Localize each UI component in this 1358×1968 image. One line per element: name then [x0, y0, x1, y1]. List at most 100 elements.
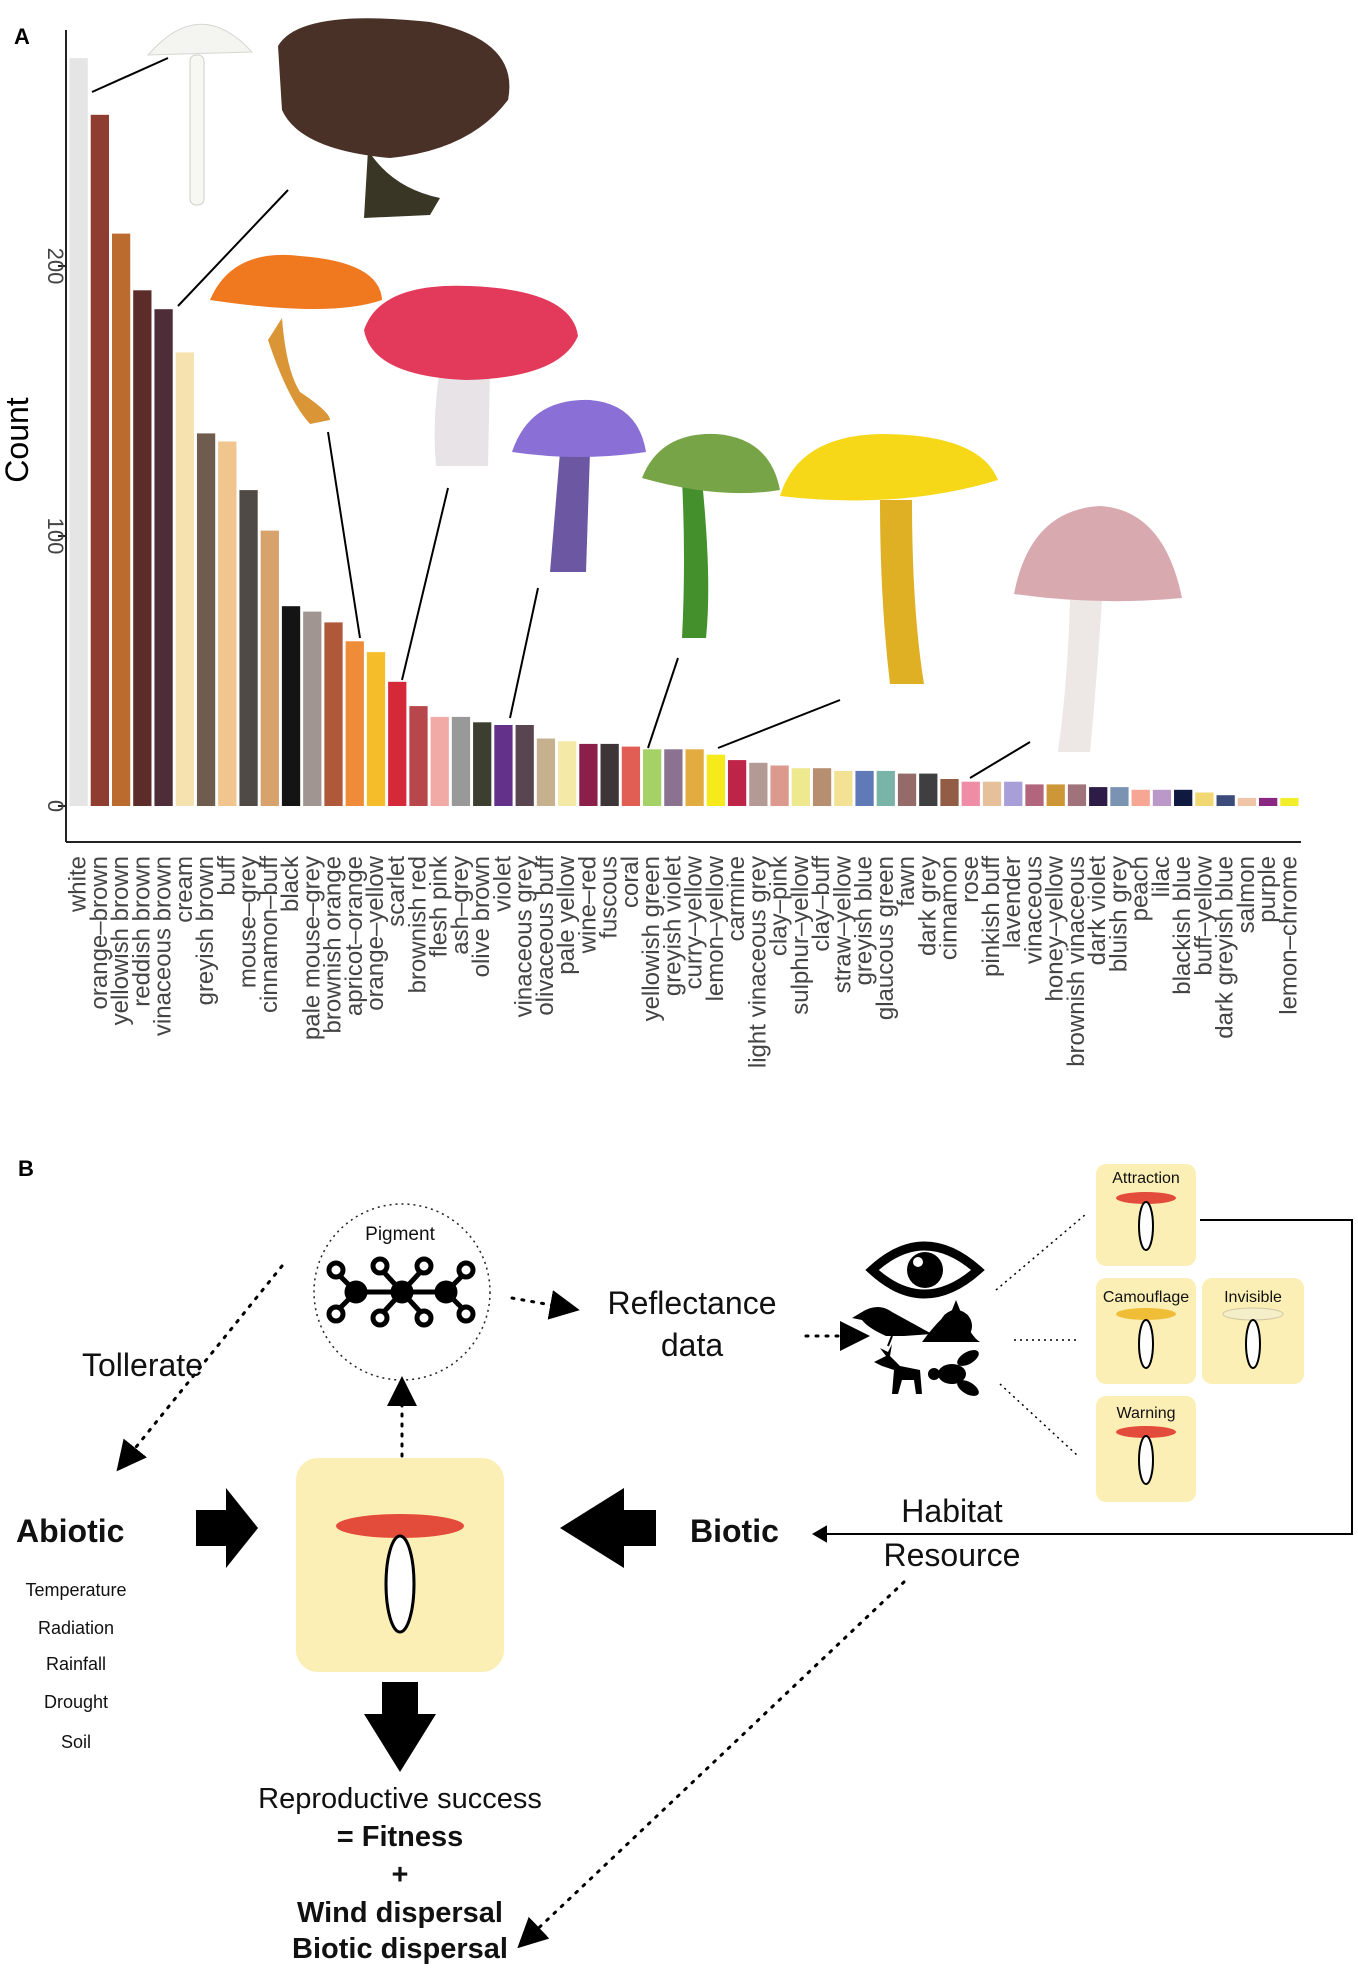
bar-4: [154, 309, 173, 806]
bar-53: [1195, 792, 1214, 806]
x-tick-label: cinnamon: [936, 856, 963, 960]
deer-icon: [874, 1344, 922, 1394]
bar-38: [876, 770, 895, 806]
x-tick-label: lemon–chrome: [1275, 856, 1302, 1015]
pigment-to-reflectance-arrow: [510, 1290, 580, 1320]
x-tick-label: lilac: [1148, 856, 1175, 897]
abiotic-factor: Radiation: [38, 1618, 114, 1638]
bar-20: [494, 725, 513, 806]
bar-30: [706, 754, 725, 806]
bar-52: [1174, 789, 1193, 806]
x-tick-label: brownish orange: [320, 856, 347, 1033]
outcome-line3: +: [392, 1859, 409, 1891]
x-tick-label: vinaceous grey: [511, 856, 538, 1017]
bar-26: [621, 746, 641, 806]
bar-11: [303, 611, 322, 806]
camouflage-label: Camouflage: [1103, 1289, 1189, 1306]
x-tick-label: dark violet: [1084, 856, 1111, 966]
bar-34: [791, 768, 810, 806]
bar-51: [1152, 789, 1172, 806]
bar-46: [1046, 784, 1065, 806]
bar-8: [239, 490, 258, 806]
bar-29: [685, 749, 704, 806]
habitat-label: Habitat: [901, 1493, 1003, 1529]
bar-21: [515, 725, 534, 806]
snail-icon: [922, 1300, 980, 1342]
x-tick-label: clay–pink: [766, 855, 793, 956]
biotic-label: Biotic: [690, 1513, 779, 1549]
bar-35: [812, 768, 832, 806]
bar-14: [366, 652, 386, 806]
x-tick-label: bluish grey: [1105, 856, 1132, 972]
outcome-line4: Wind dispersal: [297, 1897, 503, 1929]
abiotic-factors: Temperature Radiation Rainfall Drought S…: [25, 1580, 126, 1752]
x-tick-label: sulphur–yellow: [787, 855, 814, 1014]
tollerate-label: Tollerate: [82, 1347, 203, 1383]
x-tick-label: coral: [617, 856, 644, 908]
x-tick-label: orange–brown: [86, 856, 113, 1009]
x-tick-label: greyish brown: [192, 856, 219, 1005]
x-tick-label: clay–buff: [808, 856, 835, 952]
x-tick-label: mouse–grey: [235, 856, 262, 988]
x-tick-label: white: [65, 856, 92, 913]
dotted-arrows: [116, 1264, 906, 1949]
bar-5: [175, 352, 194, 806]
bar-7: [218, 441, 237, 806]
outcome-line5: Biotic dispersal: [292, 1933, 508, 1965]
bar-18: [451, 716, 471, 806]
bar-49: [1110, 787, 1129, 806]
bar-43: [982, 781, 1002, 806]
brown-mushroom-illustration: [177, 18, 510, 307]
strategy-camouflage: Camouflage: [1096, 1278, 1196, 1384]
outcome-line2: = Fitness: [337, 1821, 464, 1853]
y-tick-label: 0: [43, 800, 68, 812]
mushroom-photos: [91, 18, 1182, 779]
pigment-label: Pigment: [365, 1224, 435, 1245]
bar-16: [409, 706, 428, 806]
outcome-text: Reproductive success = Fitness + Wind di…: [258, 1783, 542, 1965]
bar-56: [1259, 797, 1278, 806]
bar-42: [961, 781, 980, 806]
violet-mushroom-illustration: [509, 399, 646, 719]
bar-13: [345, 641, 364, 806]
red-mushroom-illustration: [364, 285, 578, 681]
x-tick-label: apricot–orange: [341, 856, 368, 1016]
bar-2: [111, 233, 131, 807]
invisible-label: Invisible: [1224, 1289, 1282, 1306]
x-tick-label: lavender: [999, 856, 1026, 948]
bar-6: [196, 433, 216, 806]
observer-fan-lines: [995, 1213, 1087, 1457]
abiotic-label: Abiotic: [16, 1513, 124, 1549]
x-tick-label: straw–yellow: [829, 855, 856, 993]
bar-44: [1004, 781, 1023, 806]
x-tick-label: yellowish brown: [107, 856, 134, 1025]
strategy-invisible: Invisible: [1202, 1278, 1304, 1384]
bar-25: [600, 743, 619, 806]
x-tick-label: olive brown: [468, 856, 495, 977]
bar-31: [727, 760, 747, 806]
x-tick-label: scarlet: [383, 856, 410, 927]
bar-17: [430, 716, 449, 806]
x-tick-label: brownish vinaceous: [1063, 856, 1090, 1067]
bar-41: [940, 779, 959, 806]
habitat-to-dispersal-arrow: [517, 1580, 906, 1949]
x-tick-label: rose: [957, 856, 984, 903]
bar-10: [281, 606, 301, 806]
x-tick-label: light vinaceous grey: [744, 856, 771, 1068]
bar-47: [1067, 784, 1087, 806]
x-tick-label: fawn: [893, 856, 920, 907]
x-tick-label: cream: [171, 856, 198, 923]
bar-24: [579, 743, 598, 806]
x-tick-label: lemon–yellow: [702, 855, 729, 1001]
bar-9: [260, 530, 279, 806]
strategy-warning: Warning: [1096, 1396, 1196, 1502]
white-mushroom-illustration: [91, 23, 254, 206]
outcome-line1: Reproductive success: [258, 1783, 542, 1815]
bird-icon: [852, 1307, 932, 1347]
panel-b-letter: B: [18, 1156, 34, 1181]
pigment-to-tollerate-arrow: [116, 1264, 284, 1472]
x-tick-label: vinaceous brown: [150, 856, 177, 1036]
y-tick-label: 100: [43, 518, 68, 555]
x-tick-label: black: [277, 855, 304, 912]
